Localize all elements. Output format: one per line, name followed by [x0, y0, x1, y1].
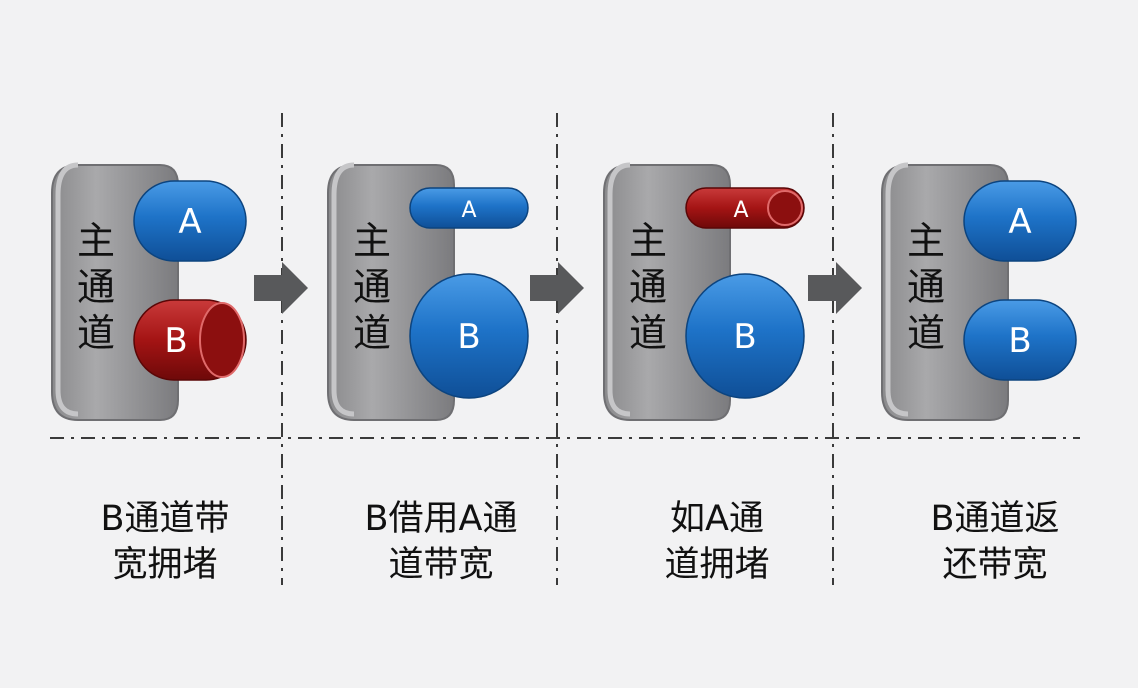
caption-line-2: 道拥堵 — [664, 545, 769, 585]
main-channel-char: 通 — [629, 265, 667, 309]
main-channel-char: 主 — [629, 219, 667, 263]
dividers — [50, 113, 1080, 585]
arrows — [254, 262, 862, 314]
arrow-2-3 — [530, 262, 584, 314]
channel-b-body — [963, 299, 1077, 381]
caption-line-1: B借用A通 — [365, 499, 518, 539]
channel-b-end-cap — [199, 302, 245, 378]
channel-a: A — [409, 187, 529, 229]
channel-b: B — [963, 299, 1077, 381]
main-channel-char: 道 — [353, 311, 391, 355]
caption-line-1: B通道带 — [100, 499, 229, 539]
channel-b: B — [133, 299, 247, 381]
channel-b-label: B — [457, 317, 480, 357]
caption-line-1: B通道返 — [930, 499, 1059, 539]
main-channel-char: 道 — [907, 311, 945, 355]
channel-a: A — [963, 180, 1077, 262]
channel-a-label: A — [1008, 202, 1031, 242]
main-channel-char: 主 — [353, 219, 391, 263]
caption-line-2: 宽拥堵 — [112, 545, 217, 585]
channel-b-body — [685, 273, 805, 399]
channel-a-body — [133, 180, 247, 262]
channel-b: B — [685, 273, 805, 399]
channel-a-end-cap — [767, 190, 803, 226]
main-channel-char: 主 — [907, 219, 945, 263]
channel-a-body — [409, 187, 529, 229]
main-channel-rim — [331, 162, 355, 417]
channel-a: A — [133, 180, 247, 262]
main-channel-rim — [607, 162, 631, 417]
main-channel-char: 道 — [629, 311, 667, 355]
channel-a-label: A — [733, 198, 748, 223]
main-channel-char: 通 — [353, 265, 391, 309]
caption-line-2: 还带宽 — [942, 545, 1047, 585]
panels: 主通道ABB通道带宽拥堵主通道ABB借用A通道带宽主通道AB如A通道拥堵主通道A… — [51, 162, 1077, 585]
caption-line-2: 道带宽 — [388, 545, 493, 585]
main-channel-char: 主 — [77, 219, 115, 263]
main-channel-rim — [885, 162, 909, 417]
channel-b-label: B — [1008, 321, 1031, 361]
caption-line-1: 如A通 — [670, 499, 764, 539]
main-channel-char: 通 — [77, 265, 115, 309]
main-channel-char: 通 — [907, 265, 945, 309]
channel-b-label: B — [164, 321, 187, 361]
channel-b: B — [409, 273, 529, 399]
arrow-3-4 — [808, 262, 862, 314]
main-channel-char: 道 — [77, 311, 115, 355]
channel-b-body — [409, 273, 529, 399]
main-channel-rim — [55, 162, 79, 417]
channel-b-label: B — [733, 317, 756, 357]
channel-a-label: A — [178, 202, 201, 242]
arrow-1-2 — [254, 262, 308, 314]
channel-a: A — [685, 187, 805, 229]
channel-a-label: A — [461, 198, 476, 223]
channel-a-body — [963, 180, 1077, 262]
